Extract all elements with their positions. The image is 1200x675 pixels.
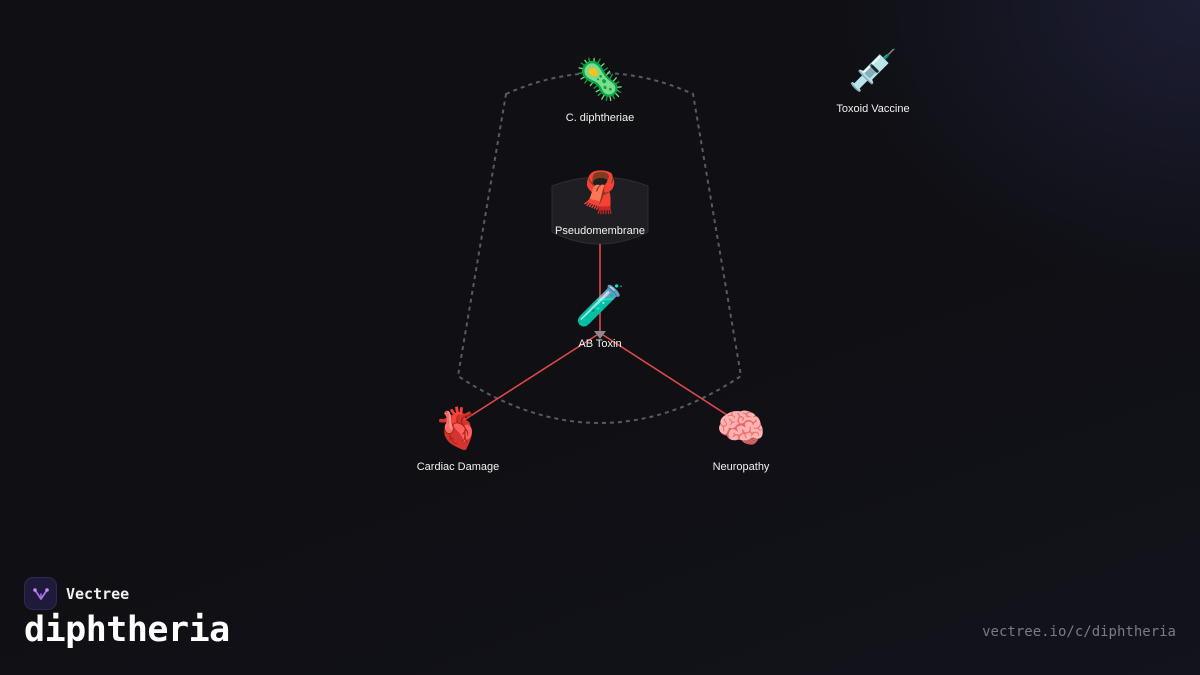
edge-toxin-neuro	[599, 332, 739, 423]
node-label-neuro[interactable]: Neuropathy	[712, 461, 770, 473]
node-label-toxin[interactable]: AB Toxin	[578, 338, 622, 350]
brand[interactable]: Vectree	[24, 577, 129, 610]
page-url[interactable]: vectree.io/c/diphtheria	[982, 624, 1176, 640]
edge-toxin-cardiac	[460, 332, 601, 423]
node-label-vaccine[interactable]: Toxoid Vaccine	[836, 103, 910, 115]
group-outline	[456, 72, 743, 424]
brain-icon[interactable]: 🧠	[716, 406, 766, 452]
anatomical-heart-icon[interactable]: 🫀	[433, 406, 483, 452]
page-title: diphtheria	[24, 610, 230, 650]
pseudomembrane-shape	[551, 176, 649, 245]
node-label-cardiac[interactable]: Cardiac Damage	[416, 461, 500, 473]
syringe-icon[interactable]: 💉	[848, 48, 898, 94]
brand-name: Vectree	[66, 584, 130, 603]
arrowhead-toxin	[594, 331, 606, 339]
scarf-icon[interactable]: 🧣	[575, 170, 625, 216]
test-tube-icon[interactable]: 🧪	[575, 283, 625, 329]
node-label-bacterium[interactable]: C. diphtheriae	[565, 112, 635, 124]
vectree-logo-icon	[24, 577, 57, 610]
microbe-icon[interactable]: 🦠	[575, 57, 625, 103]
node-label-membrane[interactable]: Pseudomembrane	[555, 225, 645, 237]
